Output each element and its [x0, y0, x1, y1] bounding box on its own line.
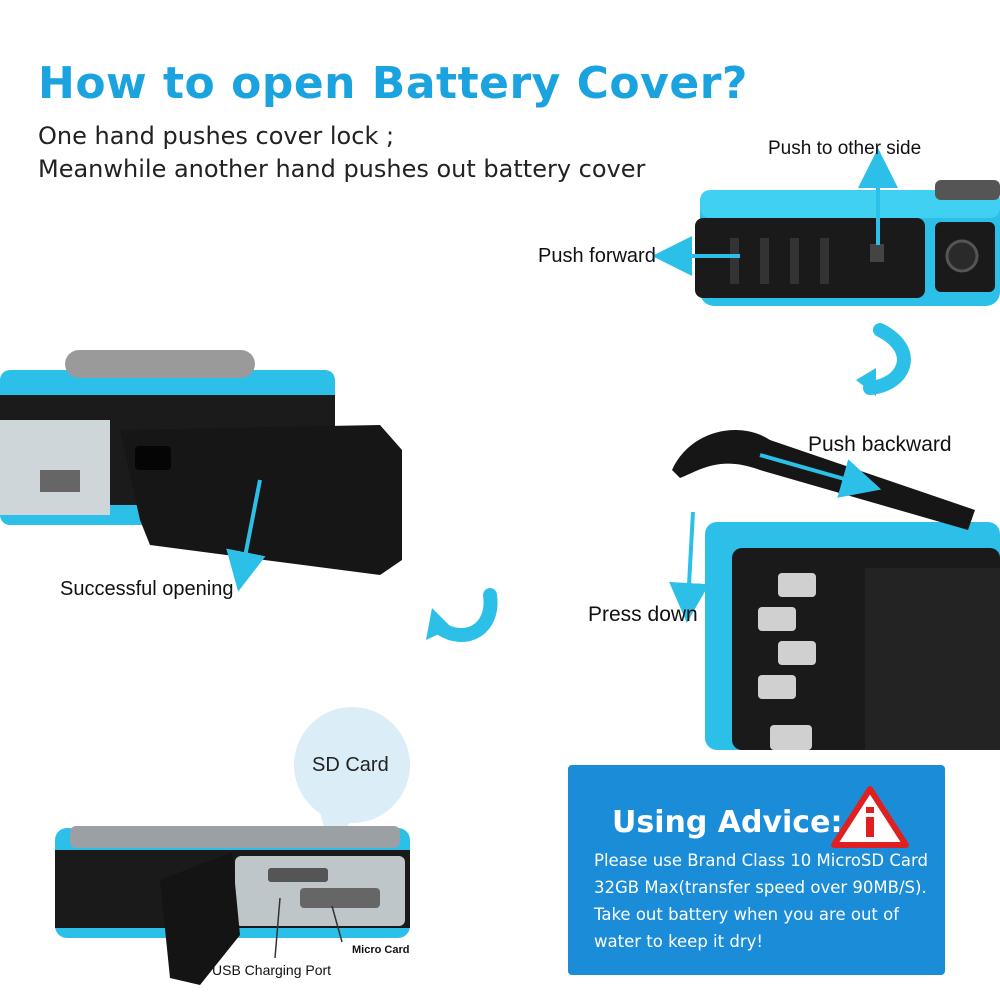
label-press-down: Press down: [588, 603, 698, 626]
advice-line: water to keep it dry!: [594, 932, 763, 951]
label-micro-card: Micro Card: [352, 944, 410, 956]
using-advice-panel: Using Advice: Please use Brand Class 10 …: [568, 765, 945, 975]
camera-bottom-open: [55, 826, 410, 985]
advice-body: Please use Brand Class 10 MicroSD Card 3…: [594, 847, 939, 955]
advice-title: Using Advice:: [612, 805, 843, 840]
camera-rear-view: [669, 430, 1000, 750]
advice-line: Please use Brand Class 10 MicroSD Card: [594, 851, 928, 870]
page-title: How to open Battery Cover?: [38, 58, 748, 109]
label-push-forward: Push forward: [538, 245, 656, 267]
camera-bottom-view-closed: [652, 148, 1000, 306]
advice-line: Take out battery when you are out of: [594, 905, 900, 924]
label-usb-charging-port: USB Charging Port: [212, 962, 332, 978]
label-successful-opening: Successful opening: [60, 578, 234, 600]
advice-line: 32GB Max(transfer speed over 90MB/S).: [594, 878, 927, 897]
label-sd-card: SD Card: [312, 754, 389, 776]
instruction-line-1: One hand pushes cover lock ;: [38, 122, 395, 150]
instruction-line-2: Meanwhile another hand pushes out batter…: [38, 155, 646, 183]
warning-icon: [831, 786, 909, 848]
camera-open-cover: [0, 350, 402, 592]
label-push-other-side: Push to other side: [768, 138, 922, 159]
label-push-backward: Push backward: [808, 433, 952, 456]
